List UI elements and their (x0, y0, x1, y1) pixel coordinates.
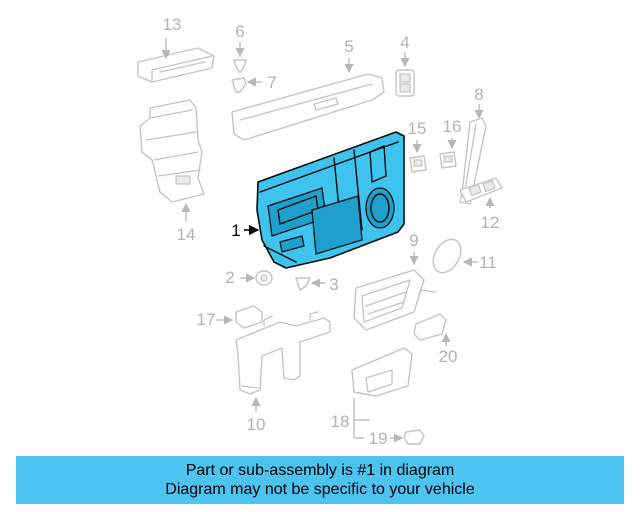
diagram-notice-banner: Part or sub-assembly is #1 in diagram Di… (16, 456, 624, 504)
callout-12: 12 (481, 213, 500, 232)
part-20-handle[interactable] (413, 313, 447, 341)
callout-3: 3 (329, 275, 338, 294)
callout-10: 10 (247, 415, 266, 434)
callout-2: 2 (225, 268, 234, 287)
part-7-clip[interactable] (231, 77, 247, 93)
callout-9: 9 (409, 231, 418, 250)
callout-20: 20 (439, 347, 458, 366)
part-14-door-insert[interactable] (139, 99, 205, 203)
banner-line-2: Diagram may not be specific to your vehi… (165, 481, 475, 498)
callout-7: 7 (267, 73, 276, 92)
callout-4: 4 (400, 33, 409, 52)
part-10-bracket[interactable] (235, 311, 331, 395)
part-11-cover[interactable] (428, 234, 467, 277)
part-15-clip[interactable] (409, 155, 427, 173)
banner-line-1: Part or sub-assembly is #1 in diagram (185, 462, 455, 479)
callout-5: 5 (344, 37, 353, 56)
callout-14: 14 (177, 225, 196, 244)
callout-17: 17 (197, 310, 216, 329)
part-6-clip[interactable] (233, 59, 247, 73)
callout-18: 18 (331, 412, 350, 431)
callout-15: 15 (408, 119, 427, 138)
callout-8: 8 (474, 85, 483, 104)
part-12-window-switch[interactable] (459, 177, 503, 203)
part-3-fastener[interactable] (295, 277, 311, 291)
part-13-armrest-cover[interactable] (137, 47, 215, 83)
parts-diagram: 13 14 6 7 5 4 8 15 (137, 15, 503, 448)
part-2-fastener[interactable] (255, 270, 273, 286)
part-9-map-pocket[interactable] (353, 269, 437, 331)
part-17-clip[interactable] (235, 305, 263, 329)
callout-19: 19 (369, 429, 388, 448)
part-5-trim-strip[interactable] (231, 73, 385, 141)
part-18-bezel[interactable] (351, 347, 413, 397)
part-16-clip[interactable] (439, 151, 457, 169)
part-4-switch[interactable] (395, 69, 415, 97)
callout-16: 16 (443, 117, 462, 136)
callout-6: 6 (235, 22, 244, 41)
callout-11: 11 (479, 253, 497, 272)
callout-1: 1 (231, 221, 240, 240)
part-1-door-trim-panel[interactable] (256, 131, 405, 269)
callout-13: 13 (163, 15, 182, 34)
part-19-plug[interactable] (403, 429, 425, 445)
